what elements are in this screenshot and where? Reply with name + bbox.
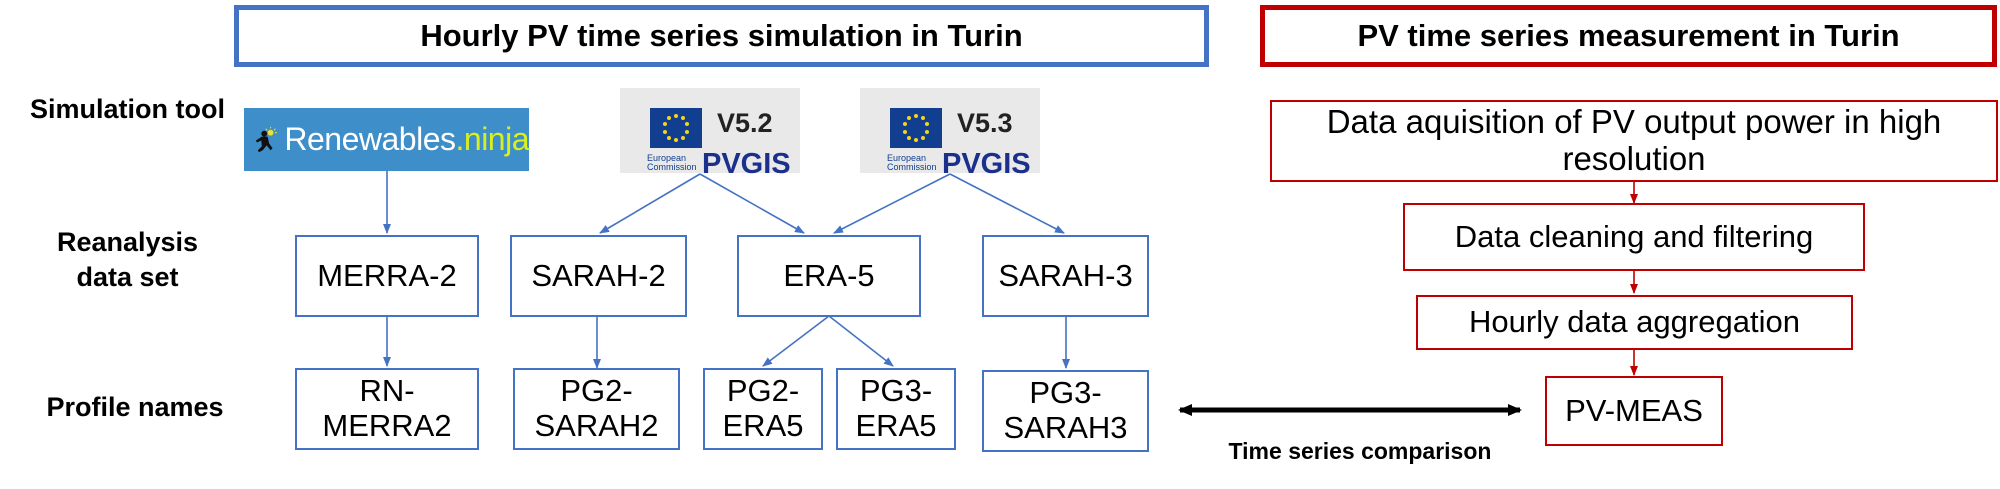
label-reanalysis: Reanalysis data set	[56, 227, 199, 293]
label-simulation-tool: Simulation tool	[30, 94, 225, 124]
step-hourly-aggregation: Hourly data aggregation	[1416, 295, 1853, 350]
profile-pg2-era5: PG2-ERA5	[703, 368, 823, 450]
profile-pg3-sarah3: PG3-SARAH3	[982, 370, 1149, 452]
pvgis-53-version: V5.3	[957, 108, 1013, 138]
pvgis-53-name: PVGIS	[942, 148, 1031, 180]
renewables-ninja-text: Renewables.ninja	[284, 121, 529, 157]
dataset-sarah2: SARAH-2	[510, 235, 687, 317]
profile-rn-merra2: RN-MERRA2	[295, 368, 479, 450]
arrow-pvgis52-sarah2	[599, 173, 701, 234]
simulation-header: Hourly PV time series simulation in Turi…	[234, 5, 1209, 67]
arrow-era5-pg2	[762, 315, 830, 367]
dataset-merra2: MERRA-2	[295, 235, 479, 317]
dataset-era5: ERA-5	[737, 235, 921, 317]
arrow-pvgis53-sarah3	[949, 173, 1065, 234]
label-profile-names: Profile names	[46, 392, 224, 422]
measurement-header: PV time series measurement in Turin	[1260, 5, 1997, 67]
dataset-sarah3: SARAH-3	[982, 235, 1149, 317]
pvgis-52-version: V5.2	[717, 108, 773, 138]
ec-caption: European Commission	[887, 153, 937, 173]
profile-pg2-sarah2: PG2-SARAH2	[513, 368, 680, 450]
profile-pg3-era5: PG3-ERA5	[836, 368, 956, 450]
ninja-icon	[255, 126, 277, 152]
ec-caption: European Commission	[647, 153, 697, 173]
eu-flag-icon	[890, 108, 942, 148]
arrow-pvgis53-era5	[833, 173, 951, 234]
renewables-ninja-logo: Renewables.ninja	[244, 108, 529, 171]
arrow-era5-pg3	[828, 315, 894, 367]
step-data-acquisition: Data aquisition of PV output power in hi…	[1270, 100, 1998, 182]
step-data-cleaning: Data cleaning and filtering	[1403, 203, 1865, 271]
pvgis-52-logo: European Commission V5.2 PVGIS	[620, 88, 800, 180]
pvgis-53-logo: European Commission V5.3 PVGIS	[860, 88, 1040, 180]
pvgis-52-name: PVGIS	[702, 148, 791, 180]
step-pv-meas: PV-MEAS	[1545, 376, 1723, 446]
eu-flag-icon	[650, 108, 702, 148]
arrow-pvgis52-era5	[699, 173, 805, 234]
comparison-label: Time series comparison	[1228, 438, 1492, 464]
